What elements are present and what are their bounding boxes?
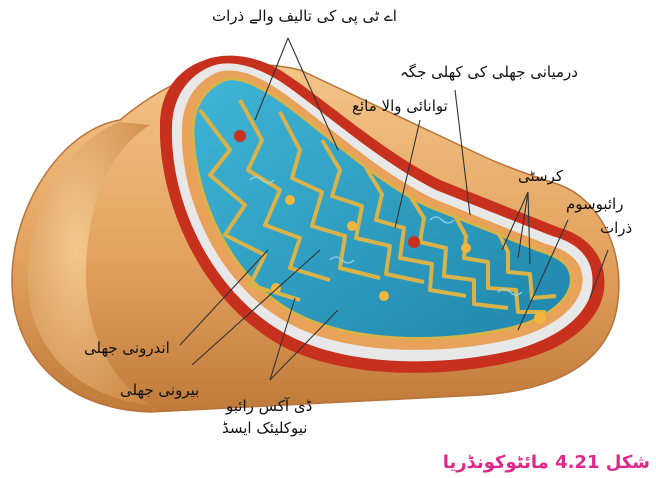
label-matrix: توانائی والا مائع [352,98,448,115]
label-inner-membrane: اندرونی جھلی [84,340,170,357]
label-intermembrane-space: درمیانی جھلی کی کھلی جگہ [400,64,578,81]
label-dna-1: ڈی آکس رائبو [226,398,312,415]
figure-caption: شکل 4.21 مائٹوکونڈریا [350,452,650,478]
label-ribosome-1: رائبوسوم [566,196,623,213]
label-cristae: کرسٹی [518,168,563,185]
label-atp-particles: اے ٹی پی کی تالیف والے ذرات [212,8,397,25]
label-dna-2: نیوکلیئک ایسڈ [222,420,307,437]
label-ribosome-2: ذرات [600,220,632,237]
label-outer-membrane: بیرونی جھلی [120,382,199,399]
